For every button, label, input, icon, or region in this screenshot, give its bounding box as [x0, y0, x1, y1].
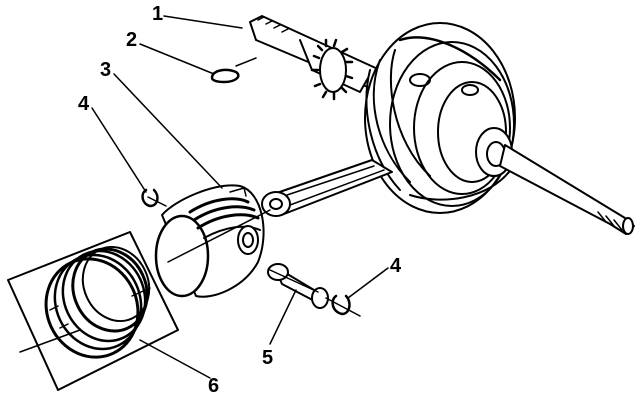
callout-4-right: 4	[390, 255, 402, 277]
sprocket	[310, 38, 354, 101]
leader-lines	[91, 15, 389, 379]
flywheel	[364, 22, 516, 214]
axis-lines	[19, 57, 361, 353]
callout-2: 2	[126, 29, 138, 51]
connecting-rod	[261, 159, 393, 217]
callout-5: 5	[262, 347, 274, 369]
crankshaft	[249, 15, 635, 235]
piston	[154, 184, 265, 298]
piston-pin	[267, 263, 329, 309]
circlip-left	[141, 188, 159, 208]
piston-rings-set	[7, 231, 179, 391]
callout-6: 6	[208, 375, 220, 397]
woodruff-key	[210, 68, 240, 84]
circlip-right	[331, 294, 351, 316]
callout-3: 3	[100, 59, 112, 81]
callout-4-left: 4	[78, 93, 90, 115]
callout-1: 1	[152, 3, 164, 25]
